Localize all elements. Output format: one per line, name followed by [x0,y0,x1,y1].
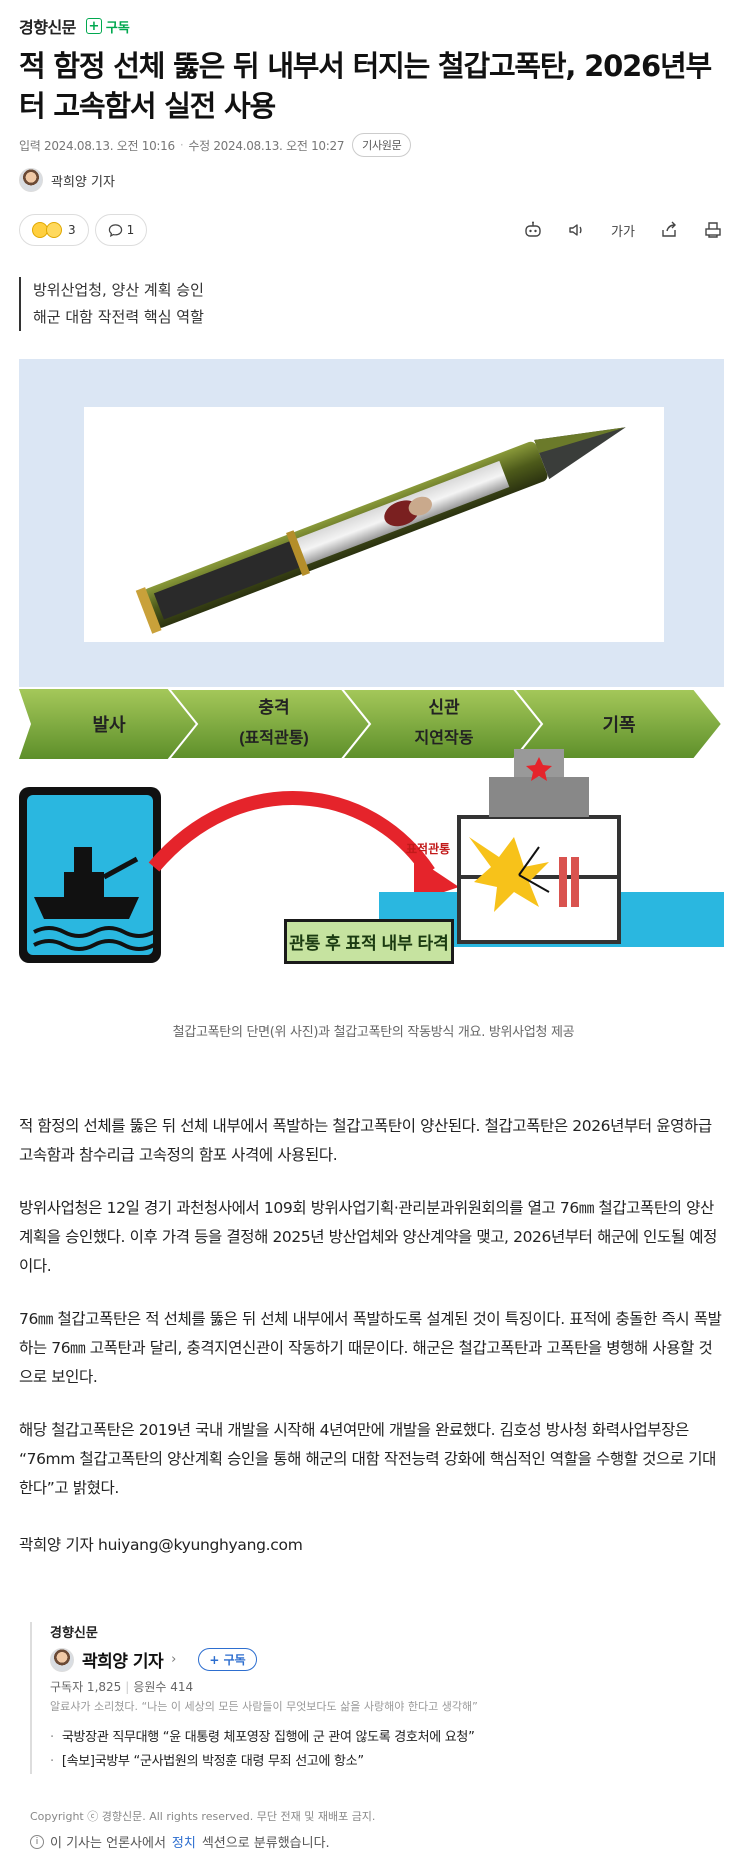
body-paragraph: 방위사업청은 12일 경기 과천청사에서 109회 방위사업기획·관리분과위원회… [19,1199,718,1275]
section-link[interactable]: 정치 [171,1836,196,1851]
body-paragraph: 해당 철갑고폭탄은 2019년 국내 개발을 시작해 4년여만에 개발을 완료했… [19,1421,716,1497]
reporter-subscribe-label: 구독 [223,1653,246,1667]
action-bar: 3 1 가가 [19,214,724,246]
reaction-group: 3 1 [19,214,148,246]
operation-diagram-graphic: 발사 충격 (표적관통) 신관 지연작동 기폭 표적관통 [19,688,724,964]
article-body: 적 함정의 선체를 뚫은 뒤 선체 내부에서 폭발하는 철갑고폭탄이 양산된다.… [19,1112,724,1527]
article-headline: 적 함정 선체 뚫은 뒤 내부서 터지는 철갑고폭탄, 2026년부터 고속함서… [19,49,712,123]
info-icon: i [30,1834,44,1849]
article-byline: 곽희양 기자 huiyang@kyunghyang.com [19,1536,303,1554]
plus-icon: + [85,18,102,34]
classify-pre: 이 기사는 언론사에서 [50,1836,166,1851]
stage-impact-sub: (표적관통) [239,729,309,747]
input-label: 입력 [19,138,41,153]
copyright-notice: Copyright ⓒ 경향신문. All rights reserved. 무… [30,1810,376,1823]
article-meta: 입력 2024.08.13. 오전 10:16 · 수정 2024.08.13.… [19,133,412,157]
impact-label: 표적관통 [406,841,450,856]
reporter-quote: 알료샤가 소리쳤다. “나는 이 세상의 모든 사람들이 무엇보다도 삶을 사랑… [50,1700,478,1713]
shell-cross-section-image [19,359,724,687]
modified-time: 2024.08.13. 오전 10:27 [213,138,345,153]
article-photo[interactable]: 발사 충격 (표적관통) 신관 지연작동 기폭 표적관통 [19,359,724,980]
press-header: 경향신문 + 구독 [19,14,130,38]
article-summary: 방위산업청, 양산 계획 승인 해군 대함 작전력 핵심 역할 [19,277,204,331]
reporter-row[interactable]: 곽희양 기자 [19,168,115,192]
subscriber-count: 구독자 1,825 [50,1680,122,1694]
reporter-card-name[interactable]: 곽희양 기자 [82,1652,164,1672]
speaker-icon[interactable] [566,219,588,241]
stage-fuze: 신관 [428,698,460,717]
reaction-button[interactable]: 3 [19,214,89,246]
emoji-icon [46,222,62,238]
comment-button[interactable]: 1 [94,214,148,246]
modified-label: 수정 [188,138,210,153]
classify-post: 섹션으로 분류했습니다. [201,1836,330,1851]
photo-caption: 철갑고폭탄의 단면(위 사진)과 철갑고폭탄의 작동방식 개요. 방위사업청 제… [172,1025,575,1040]
shell-illustration [135,427,626,634]
stage-launch: 발사 [92,715,126,735]
meta-separator: · [179,138,184,152]
operation-diagram: 발사 충격 (표적관통) 신관 지연작동 기폭 표적관통 [19,687,724,980]
subscribe-label: 구독 [105,20,130,36]
tool-group: 가가 [522,219,724,241]
share-icon[interactable] [658,219,680,241]
reporter-article-link[interactable]: 국방장관 직무대행 “윤 대통령 체포영장 집행에 군 관여 않도록 경호처에 … [50,1726,710,1750]
font-size-label: 가가 [611,224,635,240]
reporter-article-link[interactable]: [속보]국방부 “군사법원의 박정훈 대령 무죄 선고에 항소” [50,1750,710,1774]
print-icon[interactable] [702,219,724,241]
input-time: 2024.08.13. 오전 10:16 [44,138,175,153]
reporter-subscribe-button[interactable]: + 구독 [198,1648,257,1671]
section-classification: i 이 기사는 언론사에서 정치 섹션으로 분류했습니다. [30,1832,330,1851]
comment-icon [108,223,122,237]
comment-count: 1 [126,223,135,237]
summary-line: 방위산업청, 양산 계획 승인 [33,281,204,299]
reporter-article-list: 국방장관 직무대행 “윤 대통령 체포영장 집행에 군 관여 않도록 경호처에 … [50,1726,710,1774]
font-size-icon[interactable]: 가가 [610,219,636,241]
reporter-stats: 구독자 1,825|응원수 414 [50,1680,194,1694]
stage-detonation: 기폭 [602,715,635,735]
reporter-card-avatar[interactable] [50,1647,74,1672]
stage-impact: 충격 [258,698,289,717]
reaction-count: 3 [68,223,76,237]
shell-cutaway-photo [84,407,664,642]
reporter-card-press[interactable]: 경향신문 [50,1626,98,1641]
diagram-banner: 관통 후 표적 내부 타격 [289,933,449,953]
press-logo[interactable]: 경향신문 [19,18,76,37]
summary-line: 해군 대함 작전력 핵심 역할 [33,308,204,326]
reporter-card-header: 곽희양 기자 › + 구독 [50,1647,710,1672]
original-article-link[interactable]: 기사원문 [352,133,412,157]
reporter-card: 경향신문 곽희양 기자 › + 구독 구독자 1,825|응원수 414 알료샤… [30,1622,710,1774]
subscribe-button[interactable]: + 구독 [85,17,130,36]
body-paragraph: 적 함정의 선체를 뚫은 뒤 선체 내부에서 폭발하는 철갑고폭탄이 양산된다.… [19,1117,712,1164]
robot-icon[interactable] [522,219,544,241]
chevron-right-icon[interactable]: › [171,1652,177,1667]
supporter-count: 응원수 414 [133,1680,194,1694]
body-paragraph: 76㎜ 철갑고폭탄은 적 선체를 뚫은 뒤 선체 내부에서 폭발하도록 설계된 … [19,1310,722,1386]
stage-fuze-sub: 지연작동 [415,729,474,747]
reporter-name[interactable]: 곽희양 기자 [51,174,115,190]
reporter-avatar [19,168,43,192]
